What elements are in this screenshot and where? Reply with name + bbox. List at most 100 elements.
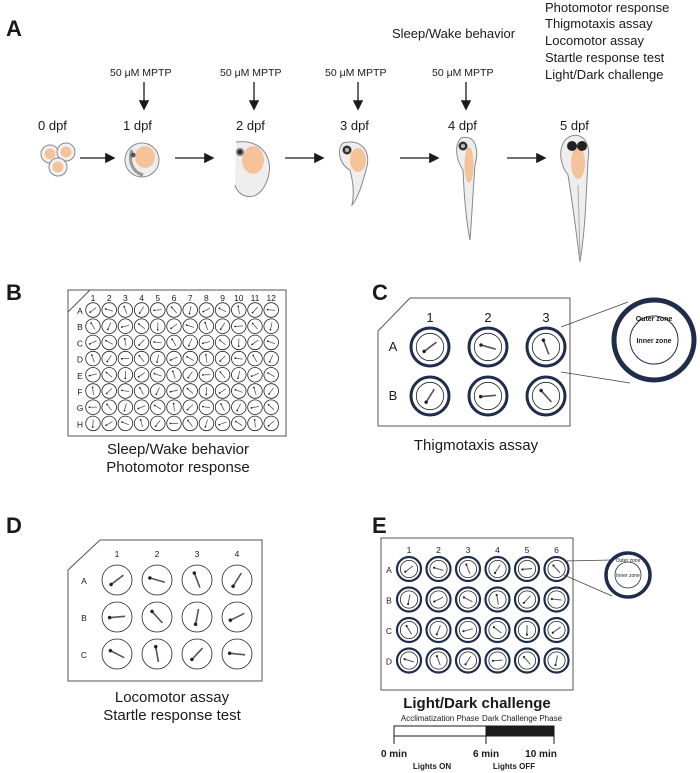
larva-icon: [172, 370, 176, 379]
well-B4: [133, 318, 150, 334]
larva-icon: [227, 651, 246, 656]
well-B5: [150, 318, 166, 334]
larva-icon: [153, 372, 162, 377]
well-B1: [409, 375, 451, 417]
larva-icon: [478, 394, 497, 399]
larva-icon: [148, 576, 166, 584]
plate12-caption-1: Locomotor assay: [115, 689, 230, 706]
larva-icon: [123, 337, 127, 347]
plate96-caption-1: Sleep/Wake behavior: [107, 441, 249, 458]
well-G10: [231, 399, 247, 415]
row-label-A: A: [81, 576, 87, 586]
stage-label-5: 5 dpf: [560, 118, 589, 133]
larva-icon: [106, 322, 112, 331]
well-A4: [484, 555, 511, 583]
larva-icon: [268, 354, 274, 363]
larva-icon: [237, 305, 240, 314]
larva-icon: [187, 338, 193, 347]
larva-icon: [109, 574, 124, 587]
larva-4dpf: [456, 136, 478, 241]
well-E3: [117, 367, 134, 383]
larva-icon: [150, 609, 164, 624]
row-label-C: C: [77, 338, 83, 348]
larva-icon: [192, 571, 201, 588]
well-C6: [543, 616, 570, 644]
day5-assay-5: Light/Dark challenge: [545, 67, 664, 82]
well-H3: [117, 415, 134, 432]
larva-icon: [91, 419, 94, 428]
larva-icon: [231, 572, 242, 589]
larva-icon: [251, 339, 259, 346]
well-C12: [263, 334, 279, 351]
well-C8: [198, 334, 215, 351]
timeline: Sleep/Wake behavior Photomotor response …: [38, 0, 669, 263]
phase-label-dark: Dark Challenge Phase: [482, 714, 563, 723]
larva-icon: [170, 306, 177, 314]
larva-icon: [185, 324, 195, 328]
larva-icon: [432, 566, 444, 571]
well-H4: [133, 415, 150, 432]
row-label-B: B: [386, 596, 392, 606]
well-D11: [247, 350, 263, 367]
larva-icon: [123, 403, 127, 412]
larva-icon: [106, 355, 112, 363]
column-label-6: 6: [554, 545, 559, 555]
well-F2: [101, 383, 117, 399]
well-G11: [247, 399, 263, 415]
well-B3: [181, 601, 213, 633]
larva-icon: [90, 322, 96, 330]
larva-icon: [201, 405, 211, 409]
larva-icon: [204, 419, 208, 428]
well-C2: [141, 638, 173, 670]
panel-label-b: B: [6, 280, 22, 305]
larva-icon: [266, 308, 276, 311]
well-C6: [166, 334, 182, 351]
larva-icon: [236, 403, 241, 412]
well-F1: [85, 383, 101, 399]
larva-5dpf: [560, 134, 590, 263]
well-D5: [150, 350, 166, 367]
column-label-8: 8: [204, 293, 209, 303]
larva-icon: [155, 387, 160, 396]
well-A1: [409, 326, 451, 368]
larva-icon: [267, 420, 275, 427]
larva-icon: [169, 422, 178, 425]
well-B1: [101, 601, 133, 633]
well-F5: [150, 383, 166, 399]
stage-label-4: 4 dpf: [448, 118, 477, 133]
well-F10: [231, 383, 247, 399]
larva-icon: [435, 655, 441, 666]
larva-icon: [169, 389, 178, 393]
well-D2: [425, 647, 452, 674]
well-C10: [231, 334, 247, 351]
larva-icon: [169, 356, 178, 361]
well-H6: [166, 415, 182, 432]
well-B2: [141, 601, 173, 633]
well-E5: [150, 367, 166, 383]
larva-icon: [105, 420, 113, 427]
well-C1: [101, 638, 133, 670]
well-F8: [198, 383, 215, 399]
well-A5: [513, 555, 541, 583]
well-E7: [182, 367, 198, 383]
larva-icon: [139, 386, 144, 395]
larva-icon: [105, 339, 113, 345]
larva-icon: [219, 355, 226, 363]
panel-label-a: A: [6, 16, 22, 41]
well-C3: [454, 616, 482, 644]
larva-icon: [88, 406, 97, 409]
larva-icon: [90, 354, 95, 363]
larva-icon: [237, 338, 240, 347]
well-E6: [166, 367, 182, 383]
well-A7: [182, 302, 198, 318]
larva-icon: [156, 354, 160, 363]
well-H11: [247, 415, 263, 432]
larva-icon: [138, 339, 145, 346]
larva-icon: [105, 387, 113, 395]
stage-label-3: 3 dpf: [340, 118, 369, 133]
larva-icon: [205, 354, 208, 363]
well-B1: [395, 586, 423, 613]
well-A2: [141, 564, 173, 596]
